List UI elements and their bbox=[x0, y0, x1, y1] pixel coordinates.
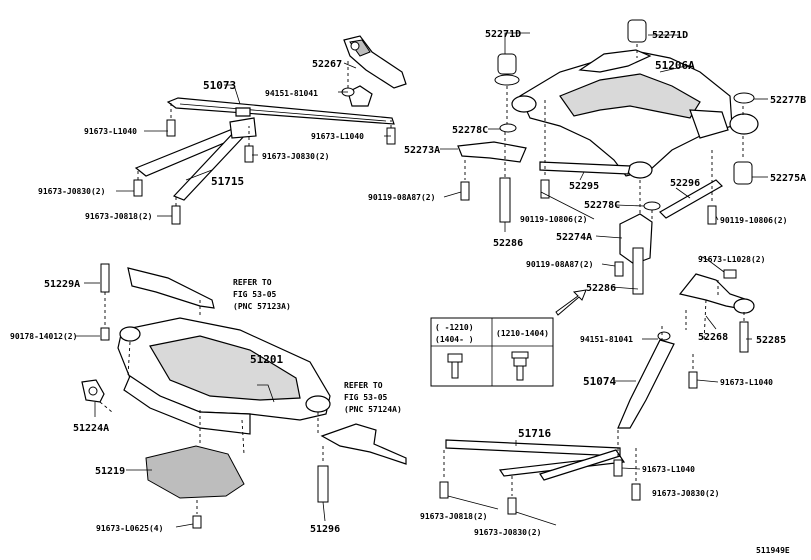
label-52271D-left: 52271D bbox=[485, 29, 521, 40]
diagram-id: 511949E bbox=[756, 546, 790, 555]
label-91673-L1040-c: 91673-L1040 bbox=[720, 378, 773, 387]
mid-left-bolts bbox=[100, 263, 329, 529]
label-52277B: 52277B bbox=[770, 95, 806, 106]
label-52278C-a: 52278C bbox=[452, 125, 488, 136]
label-51224A: 51224A bbox=[73, 423, 109, 434]
label-52273A: 52273A bbox=[404, 145, 440, 156]
v-brace-51715 bbox=[134, 117, 257, 201]
label-90119-08A87-a: 90119-08A87(2) bbox=[368, 193, 435, 202]
bolt-type-inset bbox=[430, 317, 554, 387]
label-52268: 52268 bbox=[698, 332, 728, 343]
label-51716: 51716 bbox=[518, 427, 551, 440]
label-91673-J0818-a: 91673-J0818(2) bbox=[85, 212, 152, 221]
label-52285: 52285 bbox=[756, 335, 786, 346]
label-52295: 52295 bbox=[569, 181, 599, 192]
svg-text:(PNC 57124A): (PNC 57124A) bbox=[344, 405, 402, 414]
refer-note-57123A: REFER TO FIG 53-05 (PNC 57123A) bbox=[233, 278, 291, 311]
label-51229A: 51229A bbox=[44, 279, 80, 290]
label-91673-L1040-b: 91673-L1040 bbox=[311, 132, 364, 141]
label-91673-L1040-a: 91673-L1040 bbox=[84, 127, 137, 136]
label-52271D-right: 52271D bbox=[652, 30, 688, 41]
retainer-52278C bbox=[499, 123, 661, 211]
inset-range-1: ( -1210) bbox=[435, 323, 474, 332]
inset-range-3: (1210-1404) bbox=[496, 329, 549, 338]
svg-text:REFER TO: REFER TO bbox=[344, 381, 383, 390]
brace-51716 bbox=[445, 439, 626, 481]
stopper-52277B bbox=[733, 92, 755, 104]
label-91673-L1028: 91673-L1028(2) bbox=[698, 255, 765, 264]
brace-51074 bbox=[617, 339, 675, 429]
label-52274A: 52274A bbox=[556, 232, 592, 243]
label-91673-J0830-c: 91673-J0830(2) bbox=[652, 489, 719, 498]
mid-right-bolts bbox=[439, 321, 749, 515]
svg-text:FIG 53-05: FIG 53-05 bbox=[344, 393, 388, 402]
label-51201: 51201 bbox=[250, 353, 283, 366]
refer-note-57124A: REFER TO FIG 53-05 (PNC 57124A) bbox=[344, 381, 402, 414]
label-52286-a: 52286 bbox=[493, 238, 523, 249]
label-94151-81041-a: 94151-81041 bbox=[265, 89, 318, 98]
suspension-member-51201 bbox=[117, 317, 331, 435]
label-52267: 52267 bbox=[312, 59, 342, 70]
label-51074: 51074 bbox=[583, 375, 616, 388]
label-91673-L0625: 91673-L0625(4) bbox=[96, 524, 163, 533]
label-51715: 51715 bbox=[211, 175, 244, 188]
cushion-52275A bbox=[733, 161, 753, 185]
label-91673-J0830-a: 91673-J0830(2) bbox=[262, 152, 329, 161]
label-52275A: 52275A bbox=[770, 173, 806, 184]
label-52286-b: 52286 bbox=[586, 283, 616, 294]
label-94151-81041-b: 94151-81041 bbox=[580, 335, 633, 344]
refer-arrow bbox=[555, 289, 587, 316]
part-labels: 52271D 52271D 52267 51073 94151-81041 91… bbox=[10, 29, 806, 537]
arm-52268 bbox=[678, 269, 755, 314]
guide-lines bbox=[99, 44, 745, 514]
label-91673-L1040-d: 91673-L1040 bbox=[642, 465, 695, 474]
svg-text:(PNC 57123A): (PNC 57123A) bbox=[233, 302, 291, 311]
inset-text: ( -1210) (1404- ) (1210-1404) bbox=[435, 323, 549, 344]
label-91673-J0830-b: 91673-J0830(2) bbox=[38, 187, 105, 196]
svg-text:FIG 53-05: FIG 53-05 bbox=[233, 290, 277, 299]
label-90119-08A87-b: 90119-08A87(2) bbox=[526, 260, 593, 269]
label-90119-10806-a: 90119-10806(2) bbox=[720, 216, 787, 225]
brace-52295 bbox=[539, 161, 631, 175]
mount-bracket-52267 bbox=[343, 35, 407, 89]
cushion-52271D-left bbox=[494, 53, 520, 86]
label-90178-14012: 90178-14012(2) bbox=[10, 332, 77, 341]
leader-lines bbox=[76, 32, 768, 528]
inset-range-2: (1404- ) bbox=[435, 335, 474, 344]
suspension-member-51206A bbox=[511, 49, 759, 179]
label-91673-J0818-b: 91673-J0818(2) bbox=[420, 512, 487, 521]
label-52296: 52296 bbox=[670, 178, 700, 189]
bracket-refer-57124A bbox=[320, 423, 407, 465]
brace-52296 bbox=[659, 179, 723, 219]
cushion-52271D-right bbox=[627, 19, 647, 43]
bracket-52274A bbox=[619, 213, 653, 265]
label-52278C-b: 52278C bbox=[584, 200, 620, 211]
label-51219: 51219 bbox=[95, 466, 125, 477]
label-51206A: 51206A bbox=[655, 59, 695, 72]
label-51073: 51073 bbox=[203, 79, 236, 92]
label-90119-10806-b: 90119-10806(2) bbox=[520, 215, 587, 224]
bracket-refer-57123A bbox=[127, 267, 215, 309]
label-91673-J0830-d: 91673-J0830(2) bbox=[474, 528, 541, 537]
svg-text:REFER TO: REFER TO bbox=[233, 278, 272, 287]
cover-51219 bbox=[145, 445, 245, 499]
stopper-52273A bbox=[457, 141, 527, 163]
label-51296: 51296 bbox=[310, 524, 340, 535]
plate-51224A bbox=[81, 379, 105, 403]
